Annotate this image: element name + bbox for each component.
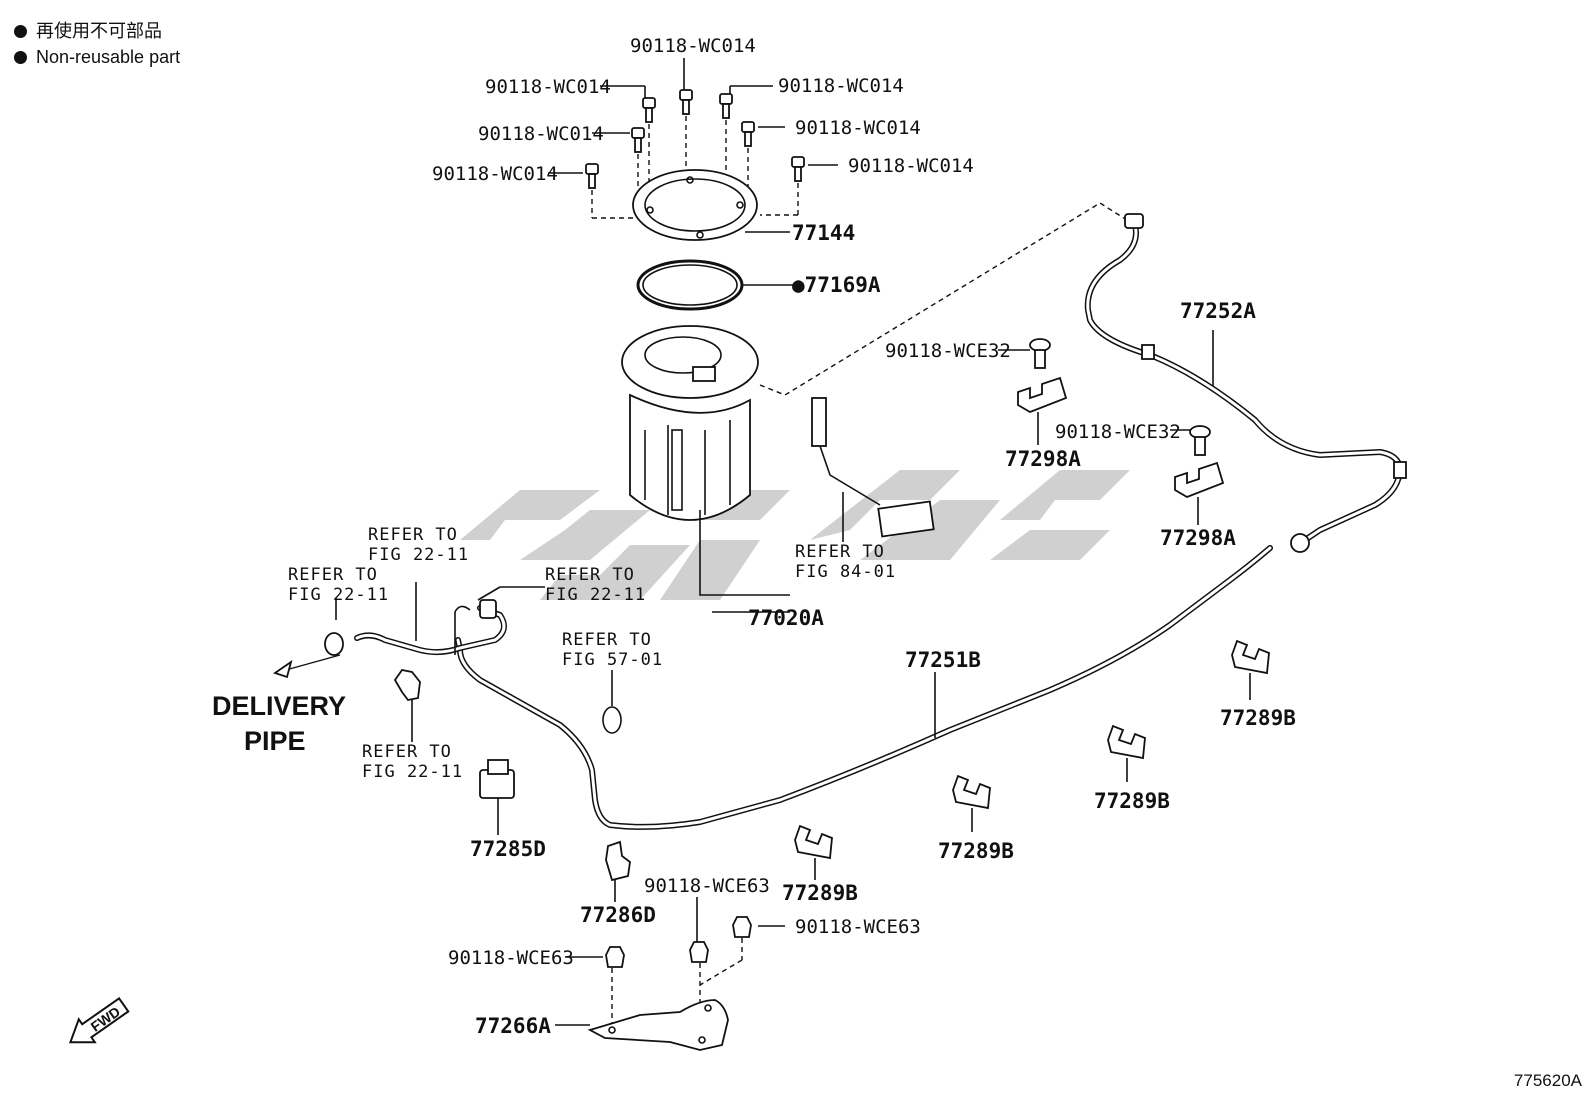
label-77285d: 77285D: [470, 837, 546, 861]
label-bolt-wc014-ml: 90118-WC014: [478, 123, 604, 145]
clamp-77285d: [479, 759, 515, 835]
watermark-logo: [460, 470, 1130, 600]
label-77289b-a: 77289B: [782, 881, 858, 905]
ref-57-01-line1: REFER TO: [562, 630, 652, 650]
label-77289b-c: 77289B: [1094, 789, 1170, 813]
ref-22-11-b-line2: FIG 22-11: [288, 585, 389, 605]
label-bolt-wc014-mr: 90118-WC014: [795, 117, 921, 139]
label-bolt-wc014-ur: 90118-WC014: [778, 75, 904, 97]
label-bolt-wce32-b: 90118-WCE32: [1055, 421, 1181, 443]
ref-22-11-a-line1: REFER TO: [368, 525, 458, 545]
legend-row-en: Non-reusable part: [14, 44, 180, 70]
fuel-pump-assembly: [621, 325, 790, 596]
legend: 再使用不可部品 Non-reusable part: [14, 18, 180, 70]
clamp-77286d: [605, 840, 631, 902]
label-bolt-wc014-ll: 90118-WC014: [432, 163, 558, 185]
label-bolt-wce32-a: 90118-WCE32: [885, 340, 1011, 362]
link-dashed-pump: [759, 202, 1131, 396]
gasket: [636, 259, 795, 311]
legend-row-jp: 再使用不可部品: [14, 18, 180, 44]
ref-22-11-a-line2: FIG 22-11: [368, 545, 469, 565]
bolt-clamp-set-upper: [998, 338, 1225, 525]
ref-84-01-line2: FIG 84-01: [795, 562, 896, 582]
label-wce63-top: 90118-WCE63: [644, 875, 770, 897]
label-77144: 77144: [792, 221, 855, 245]
label-77298a-a: 77298A: [1005, 447, 1081, 471]
delivery-hose: [273, 582, 545, 679]
ref-22-11-c-line2: FIG 22-11: [545, 585, 646, 605]
ref-57-01-line2: FIG 57-01: [562, 650, 663, 670]
ref-84-01-line1: REFER TO: [795, 542, 885, 562]
label-bolt-wc014-top: 90118-WC014: [630, 35, 756, 57]
delivery-pipe-line1: DELIVERY: [212, 691, 346, 721]
label-77251b: 77251B: [905, 648, 981, 672]
fuel-tube-77251b: [455, 545, 1273, 830]
clamp-77289b-set: [794, 639, 1270, 880]
label-77298a-b: 77298A: [1160, 526, 1236, 550]
label-wce63-right: 90118-WCE63: [795, 916, 921, 938]
ref-22-11-d-line2: FIG 22-11: [362, 762, 463, 782]
hose-clamp-fig-22-11: [393, 669, 421, 742]
retainer-ring: [632, 169, 790, 241]
sender-gauge-harness: [811, 397, 935, 542]
label-77289b-b: 77289B: [938, 839, 1014, 863]
protector-77266a-assembly: [555, 897, 785, 1051]
bullet-icon: [14, 24, 27, 38]
bullet-icon: [14, 50, 27, 64]
fuel-tube-77252a: [1084, 213, 1407, 553]
o-ring: [602, 706, 622, 734]
label-77289b-d: 77289B: [1220, 706, 1296, 730]
label-wce63-left: 90118-WCE63: [448, 947, 574, 969]
label-bolt-wc014-lr: 90118-WC014: [848, 155, 974, 177]
legend-en-label: Non-reusable part: [36, 47, 181, 67]
label-77252a: 77252A: [1180, 299, 1256, 323]
fwd-arrow-icon: FWD: [68, 996, 130, 1044]
label-77020a: 77020A: [748, 606, 824, 630]
label-77169a: ●77169A: [792, 273, 881, 297]
label-bolt-wc014-ul: 90118-WC014: [485, 76, 611, 98]
delivery-pipe-line2: PIPE: [244, 726, 306, 756]
ref-22-11-d-line1: REFER TO: [362, 742, 452, 762]
ref-22-11-b-line1: REFER TO: [288, 565, 378, 585]
figure-code: 775620A: [1513, 1071, 1582, 1090]
label-77286d: 77286D: [580, 903, 656, 927]
ref-22-11-c-line1: REFER TO: [545, 565, 635, 585]
label-77266a: 77266A: [475, 1014, 551, 1038]
legend-jp-label: 再使用不可部品: [36, 21, 162, 41]
